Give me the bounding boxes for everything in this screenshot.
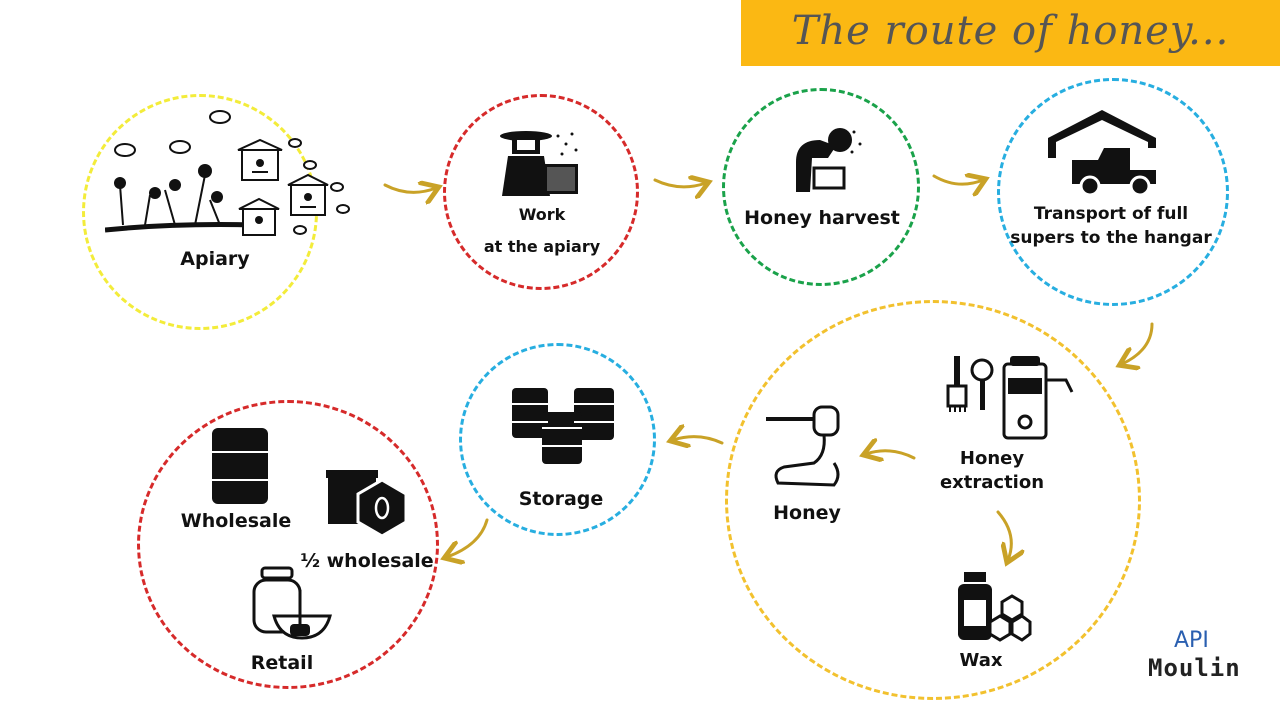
- extractor-icon: [946, 356, 1074, 440]
- api-moulin-logo: API Moulin: [1140, 628, 1270, 700]
- storage-label: Storage: [518, 488, 604, 510]
- apiary-icon: [105, 110, 350, 236]
- arrow-extraction-to-wax: [996, 510, 1011, 560]
- honey-label: Honey: [773, 502, 841, 524]
- work-label: Work: [518, 205, 566, 224]
- work-sublabel: at the apiary: [483, 237, 601, 256]
- logo-api-text: API: [1174, 628, 1209, 653]
- arrow-harvest-to-transport: [932, 176, 983, 184]
- honey-dipper-icon: [766, 405, 840, 487]
- arrow-transport-to-extraction: [1122, 322, 1154, 364]
- storage-circle: [459, 343, 656, 536]
- extraction-circle: [725, 300, 1141, 700]
- transport-circle: [997, 78, 1229, 306]
- half-wholesale-label: ½ wholesale: [300, 550, 434, 572]
- extraction-label: Honey: [959, 448, 1025, 469]
- honey-jar-icon: [252, 566, 332, 640]
- beekeeper-work-icon: [500, 131, 578, 196]
- transport-label: Transport of full: [1033, 204, 1189, 224]
- arrow-extraction-to-storage: [673, 437, 724, 443]
- arrow-work-to-harvest: [653, 180, 706, 187]
- harvest-icon: [796, 128, 862, 192]
- wax-label: Wax: [959, 650, 1003, 671]
- extraction-sublabel: extraction: [939, 472, 1045, 493]
- work-circle: [443, 94, 639, 290]
- wax-jar-icon: [958, 572, 1032, 642]
- arrow-apiary-to-work: [383, 185, 436, 192]
- arrow-storage-to-sales: [447, 518, 489, 557]
- title-banner: The route of honey...: [741, 0, 1280, 66]
- wholesale-label: Wholesale: [180, 510, 292, 532]
- transport-sublabel: supers to the hangar: [1010, 228, 1212, 248]
- truck-hangar-icon: [1048, 110, 1156, 196]
- logo-moulin-text: Moulin: [1148, 654, 1241, 682]
- barrel-icon: [212, 428, 268, 504]
- barrels-icon: [512, 388, 614, 464]
- page-title: The route of honey...: [791, 8, 1230, 54]
- arrow-extraction-to-honey: [866, 451, 916, 458]
- sales-circle: [137, 400, 439, 689]
- harvest-label: Honey harvest: [744, 207, 900, 229]
- apiary-label: Apiary: [180, 248, 250, 270]
- bucket-icon: [326, 470, 408, 538]
- retail-label: Retail: [250, 652, 314, 674]
- harvest-circle: [722, 88, 920, 286]
